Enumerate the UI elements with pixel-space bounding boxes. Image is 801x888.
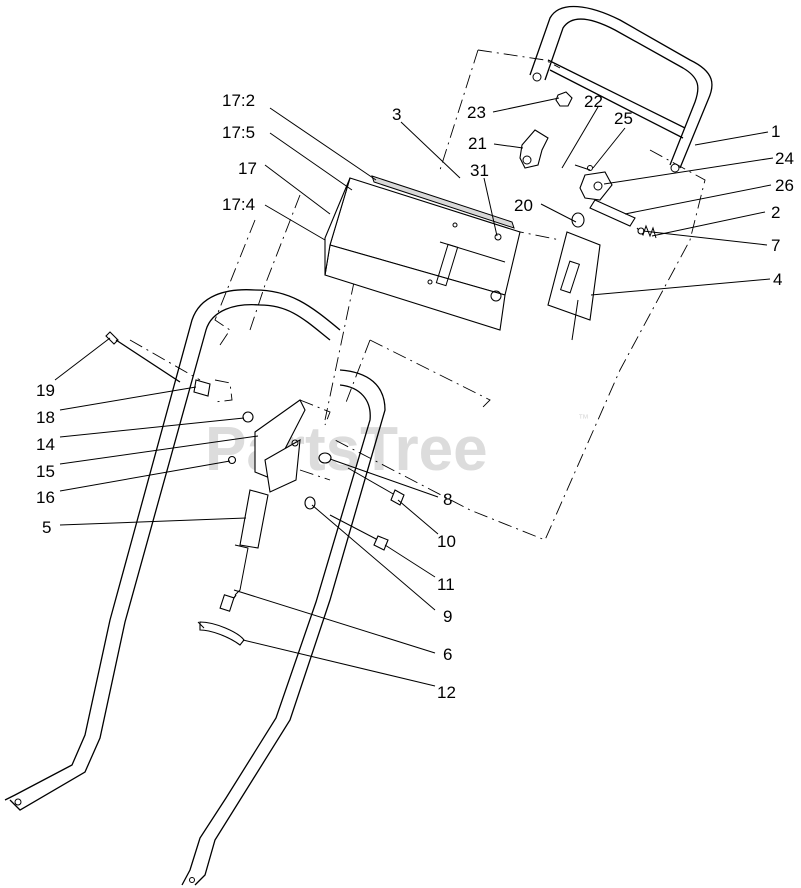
callout-16: 16 bbox=[36, 488, 55, 507]
nut-23 bbox=[555, 91, 573, 107]
lower-handle-right-tube bbox=[181, 369, 386, 886]
bolt-19 bbox=[105, 331, 181, 383]
callout-9: 9 bbox=[443, 607, 452, 626]
callout-24: 24 bbox=[775, 149, 794, 168]
callout-21: 21 bbox=[468, 134, 487, 153]
callout-25: 25 bbox=[614, 109, 633, 128]
lower-handle bbox=[4, 289, 341, 811]
control-box bbox=[324, 175, 521, 331]
washer-9 bbox=[304, 496, 316, 510]
callout-4: 4 bbox=[773, 270, 782, 289]
callout-26: 26 bbox=[775, 176, 794, 195]
washer-8 bbox=[318, 452, 332, 464]
callout-17: 17 bbox=[238, 159, 257, 178]
callout-17-2: 17:2 bbox=[222, 91, 255, 110]
callout-31: 31 bbox=[470, 161, 489, 180]
nut-14 bbox=[242, 411, 254, 423]
callout-8: 8 bbox=[443, 490, 452, 509]
callout-12: 12 bbox=[437, 683, 456, 702]
spacer-18 bbox=[193, 379, 211, 397]
bolt-11 bbox=[329, 514, 389, 551]
callout-15: 15 bbox=[36, 462, 55, 481]
washer-20 bbox=[571, 212, 585, 228]
callout-20: 20 bbox=[514, 196, 533, 215]
watermark-trademark: ™ bbox=[578, 413, 589, 425]
bolt-10 bbox=[347, 467, 405, 506]
callout-17-5: 17:5 bbox=[222, 123, 255, 142]
shaft-26 bbox=[589, 199, 636, 227]
callout-6: 6 bbox=[443, 645, 452, 664]
callout-labels: 17:2 17:5 17 17:4 3 23 22 25 21 31 20 1 … bbox=[36, 91, 794, 702]
watermark-text: PartsTree bbox=[205, 415, 488, 484]
nut-16 bbox=[227, 455, 237, 465]
leader-lines bbox=[54, 97, 774, 687]
cable-5 bbox=[219, 489, 269, 612]
callout-23: 23 bbox=[467, 103, 486, 122]
callout-10: 10 bbox=[437, 532, 456, 551]
bracket-24 bbox=[579, 171, 613, 201]
callout-11: 11 bbox=[437, 575, 455, 594]
upper-handle bbox=[529, 5, 713, 173]
callout-14: 14 bbox=[36, 435, 55, 454]
callout-18: 18 bbox=[36, 408, 55, 427]
callout-5: 5 bbox=[42, 518, 51, 537]
callout-19: 19 bbox=[36, 381, 55, 400]
plate-4 bbox=[547, 231, 601, 341]
callout-2: 2 bbox=[771, 203, 780, 222]
callout-17-4: 17:4 bbox=[222, 195, 255, 214]
callout-1: 1 bbox=[771, 122, 780, 141]
bracket-15 bbox=[254, 399, 306, 493]
grip-12 bbox=[197, 621, 245, 646]
callout-7: 7 bbox=[771, 236, 780, 255]
pawl-21 bbox=[519, 129, 549, 169]
callout-3: 3 bbox=[392, 105, 401, 124]
pin-22-25 bbox=[574, 164, 593, 171]
callout-22: 22 bbox=[584, 92, 603, 111]
